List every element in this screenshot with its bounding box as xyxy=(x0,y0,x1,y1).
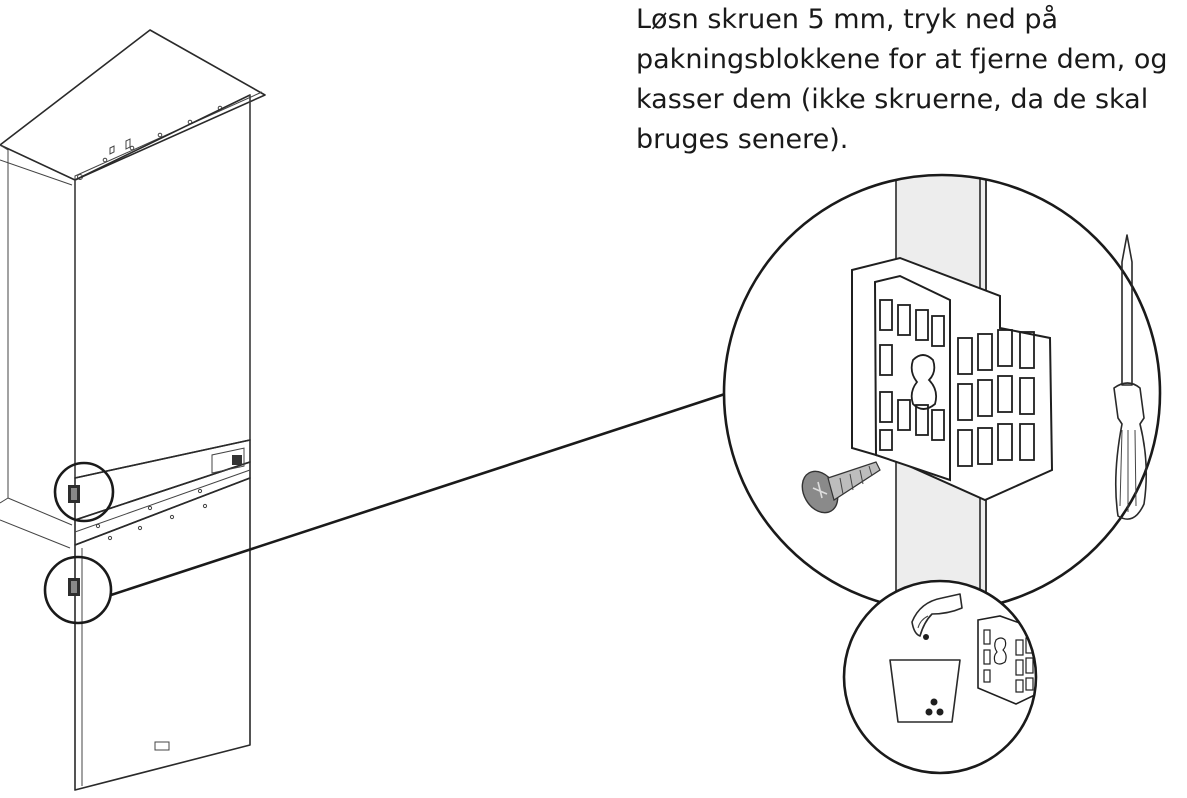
disposal-view xyxy=(844,581,1036,773)
callout-circle-lower xyxy=(43,555,113,625)
packing-block-icon-small-upper xyxy=(68,485,80,503)
top-holes xyxy=(77,105,223,180)
instruction-line-1: Løsn skruen 5 mm, tryk ned på xyxy=(636,4,1059,35)
upper-door xyxy=(74,94,251,479)
fridge-top xyxy=(0,29,266,181)
fridge-freezer-icon xyxy=(0,29,266,791)
instruction-line-3: kasser dem (ikke skruerne, da de skal xyxy=(636,84,1149,115)
screwdriver-icon xyxy=(1113,234,1148,520)
packing-block-icon-small-lower xyxy=(68,578,80,596)
instruction-line-4: bruges senere). xyxy=(636,124,849,155)
disposal-circle xyxy=(842,579,1038,775)
instruction-text: Løsn skruen 5 mm, tryk ned på pakningsbl… xyxy=(636,0,1181,160)
lower-door xyxy=(74,477,251,791)
trash-bin-icon xyxy=(889,659,961,723)
instruction-line-2: pakningsblokkene for at fjerne dem, og xyxy=(636,44,1168,75)
detail-view xyxy=(724,175,1160,611)
screw-icon xyxy=(801,461,881,514)
hand-icon xyxy=(911,593,963,637)
callout-circle-upper xyxy=(53,461,115,523)
packing-block-icon xyxy=(851,256,1054,502)
leader-line xyxy=(110,391,729,597)
strip-holes xyxy=(95,488,208,541)
